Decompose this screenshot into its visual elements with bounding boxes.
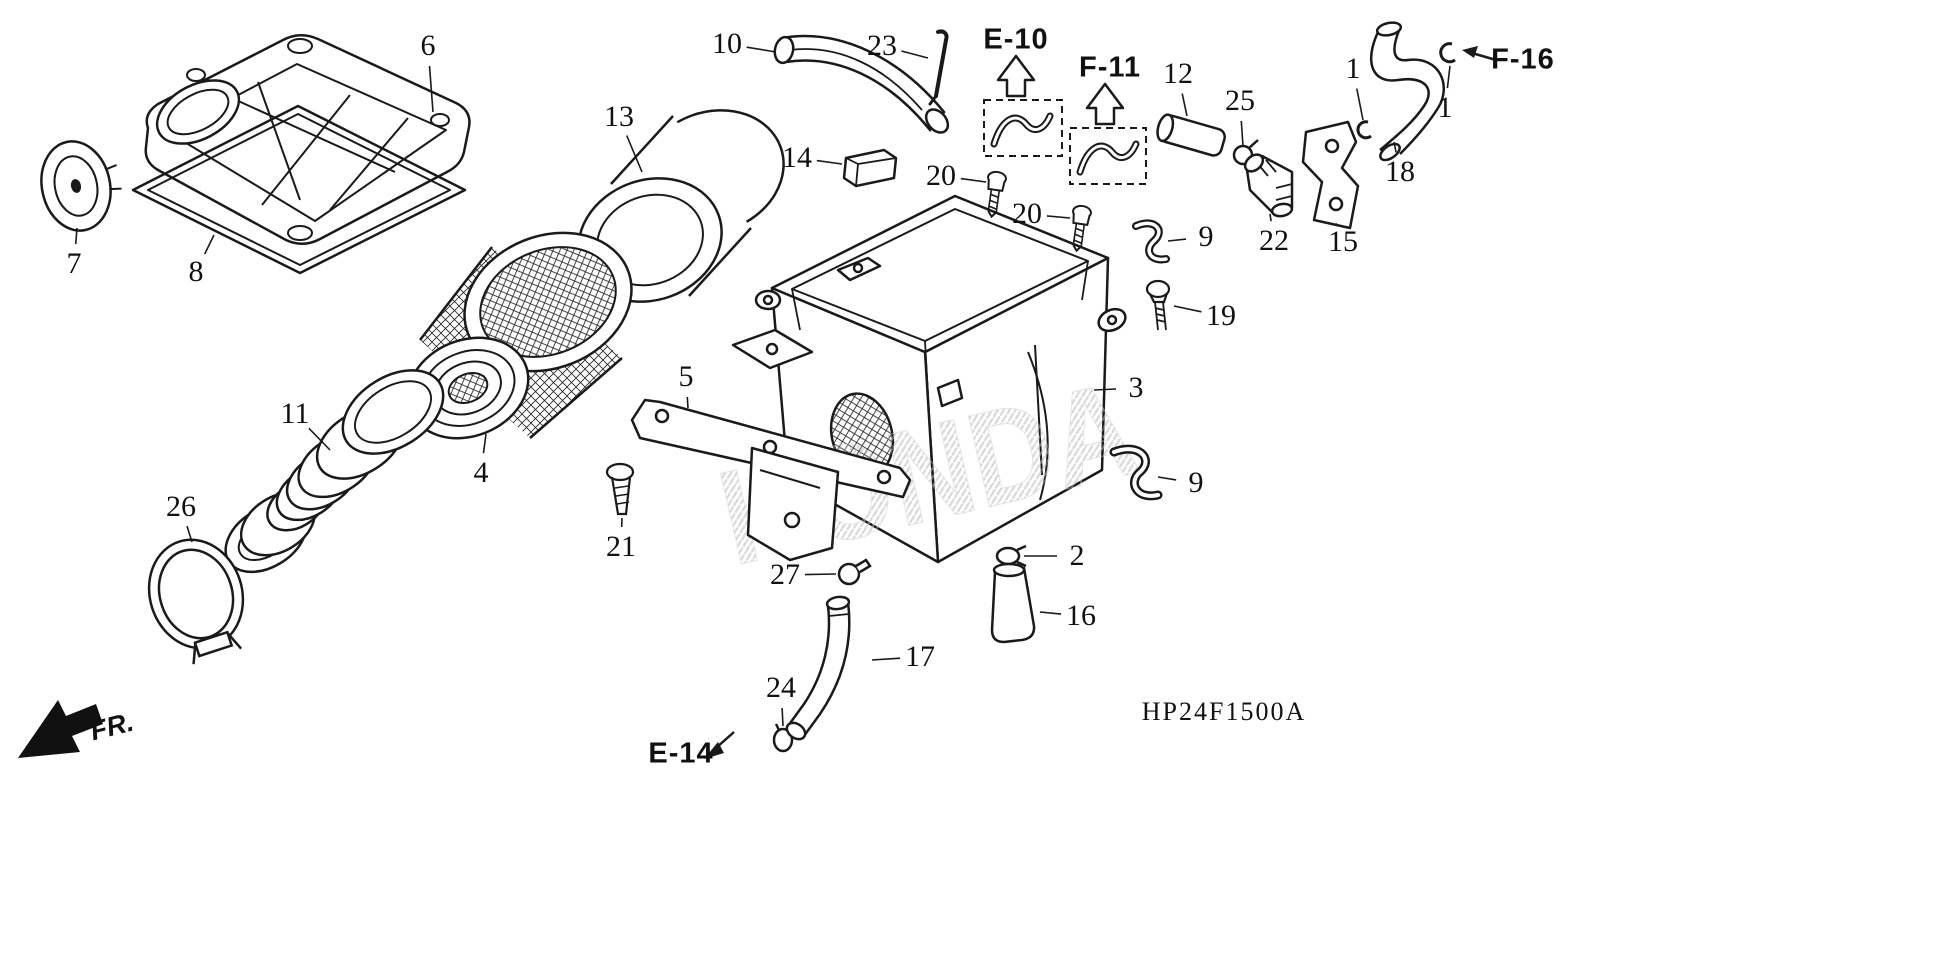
mounting-bracket — [630, 398, 912, 562]
air-vent-hose — [1369, 21, 1445, 162]
leader-line — [901, 50, 929, 59]
leader-line — [1046, 215, 1071, 219]
leader-line — [1167, 238, 1187, 242]
pan-screw — [605, 462, 635, 516]
leader-line — [804, 573, 837, 576]
leader-line — [1181, 93, 1188, 117]
tube-clamp-27 — [837, 558, 872, 586]
filter-outer-element — [577, 109, 785, 303]
leader-line — [1269, 213, 1272, 222]
rubber-boot-16 — [990, 562, 1036, 644]
leader-line — [960, 177, 987, 183]
leader-line — [1446, 65, 1451, 89]
leader-line — [1335, 223, 1338, 227]
leader-line — [1356, 88, 1364, 121]
leader-line — [1157, 476, 1177, 481]
leader-line — [816, 159, 843, 165]
leader-line — [203, 234, 215, 255]
leader-line — [74, 227, 78, 245]
leader-line — [1173, 305, 1202, 313]
leader-line — [781, 707, 784, 727]
leader-line — [1039, 611, 1062, 615]
boot-clamp — [147, 538, 245, 665]
leader-line — [625, 135, 643, 173]
drain-tube — [785, 595, 851, 741]
seal-rubber — [842, 148, 898, 188]
flange-bolt — [1145, 279, 1171, 331]
leader-line — [428, 65, 434, 113]
hose-clip-rings — [1356, 42, 1456, 140]
leader-line — [186, 525, 193, 543]
duct-stay-rod — [928, 29, 949, 106]
intake-duct — [773, 34, 950, 134]
hose-clamp-9b — [1109, 444, 1163, 501]
breather-tube — [1156, 113, 1226, 157]
ref-f11-art — [1069, 82, 1147, 185]
leader-line — [308, 427, 331, 451]
cover-seal — [131, 104, 467, 275]
leader-line — [746, 46, 777, 53]
diagram-code: HP24F1500A — [1141, 697, 1307, 726]
leader-line — [482, 433, 487, 454]
hose-clamp-9a — [1132, 219, 1170, 264]
stay-bracket — [1301, 120, 1360, 230]
ref-arrows — [704, 46, 1497, 759]
ref-e10-art — [983, 54, 1063, 157]
leader-line — [686, 396, 689, 409]
elbow-joint — [1243, 153, 1294, 218]
intake-cap — [40, 140, 122, 232]
air-cleaner-case — [731, 194, 1127, 564]
air-cleaner-cover — [144, 34, 471, 245]
leader-line — [1093, 388, 1117, 391]
leader-lines-layer — [74, 46, 1451, 727]
leader-line — [1240, 120, 1244, 147]
front-direction-arrow — [18, 700, 103, 758]
leader-line — [1393, 141, 1397, 153]
connecting-boot — [224, 369, 445, 574]
leader-line — [871, 657, 901, 661]
